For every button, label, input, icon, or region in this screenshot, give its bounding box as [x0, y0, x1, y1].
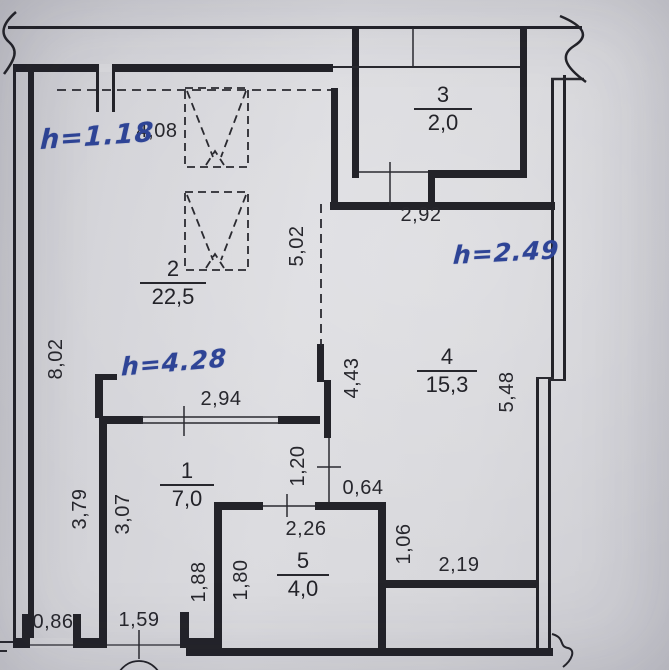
dimension-label: 2,92	[400, 204, 442, 226]
fraction-line	[417, 370, 477, 372]
roof-void-symbol	[184, 87, 249, 168]
room-area: 4,0	[287, 576, 319, 601]
dimension-label: 8,02	[44, 338, 67, 380]
room-label-2: 2 22,5	[140, 258, 206, 309]
dashed-boundary-lines	[57, 89, 331, 346]
dimension-label: 1,59	[118, 609, 160, 631]
room-number: 5	[296, 548, 310, 573]
dimension-label: 1,20	[286, 445, 309, 487]
dimension-label: 2,26	[285, 518, 327, 540]
room-area: 15,3	[425, 372, 469, 397]
dimension-label: 0,64	[342, 477, 384, 499]
break-symbols	[2, 11, 587, 668]
dimension-label: 2,94	[200, 388, 242, 410]
dimension-label: 4,43	[340, 357, 363, 399]
fraction-line	[160, 484, 214, 486]
dimension-label: 1,80	[229, 559, 252, 601]
fraction-line	[140, 282, 206, 284]
dimension-label: 3,07	[111, 493, 134, 535]
dimension-label: 5,48	[495, 371, 518, 413]
break-symbol-top-left	[2, 11, 17, 75]
room-label-1: 1 7,0	[160, 460, 214, 511]
break-symbol-bottom-right	[551, 633, 574, 668]
plumbing-riser-circle	[119, 660, 159, 670]
handwritten-height-note: h=2.49	[452, 235, 561, 270]
room-label-3: 3 2,0	[414, 84, 472, 135]
break-symbol-top-right	[559, 14, 587, 84]
room-area: 2,0	[427, 110, 459, 135]
dimension-label: 5,02	[285, 225, 308, 267]
walls	[8, 26, 582, 656]
room-label-5: 5 4,0	[277, 550, 329, 601]
thin-lines-and-ticks	[0, 28, 584, 659]
room-number: 1	[180, 458, 194, 483]
room-number: 2	[166, 256, 180, 281]
dimension-label: 0,86	[32, 611, 74, 633]
dimension-label: 4,08	[136, 120, 178, 142]
room-area: 7,0	[171, 486, 203, 511]
fraction-line	[414, 108, 472, 110]
fraction-line	[277, 574, 329, 576]
room-number: 4	[440, 344, 454, 369]
dimension-label: 1,88	[187, 561, 210, 603]
room-label-4: 4 15,3	[417, 346, 477, 397]
room-number: 3	[436, 82, 450, 107]
dimension-label: 3,79	[68, 488, 91, 530]
dimension-label: 1,06	[392, 523, 415, 565]
dimension-label: 2,19	[438, 554, 480, 576]
room-area: 22,5	[151, 284, 195, 309]
roof-void-symbol	[184, 191, 249, 271]
